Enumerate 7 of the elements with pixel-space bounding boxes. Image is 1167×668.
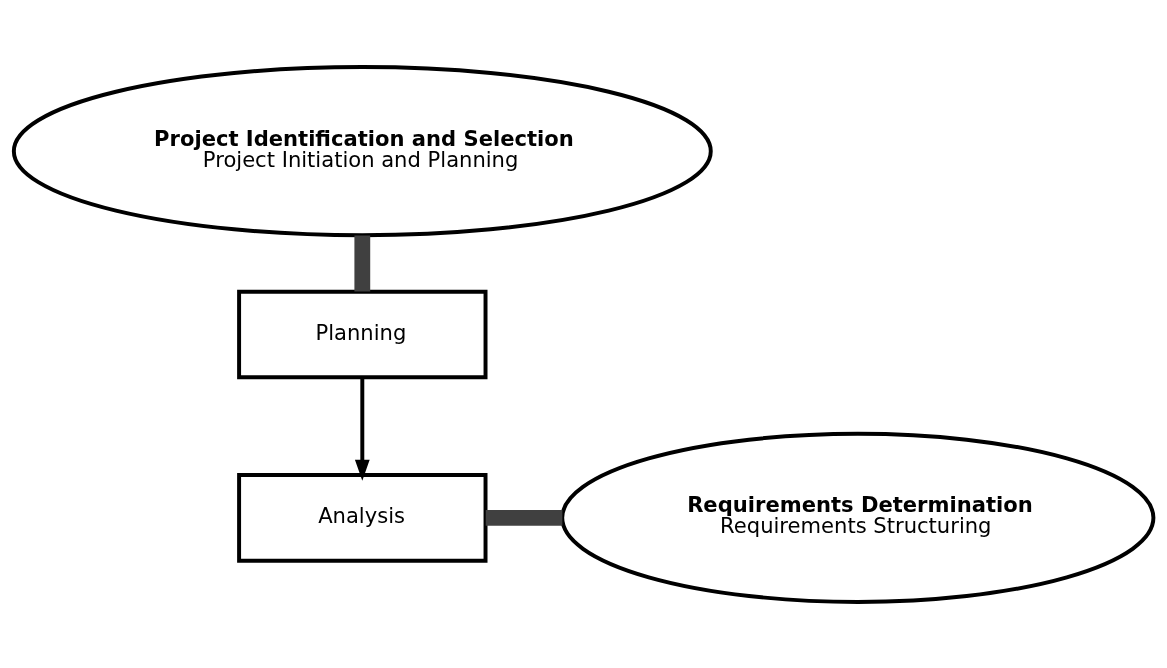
node-box: Analysis [237,472,488,563]
connector [354,234,371,292]
node-ellipse: Requirements Determination Requirements Structuring [560,431,1156,604]
connector [485,509,563,526]
arrow [354,377,370,481]
node-box: Planning [237,289,488,379]
node-ellipse: Project Identification and Selection Project Initiation and Planning [11,64,713,237]
